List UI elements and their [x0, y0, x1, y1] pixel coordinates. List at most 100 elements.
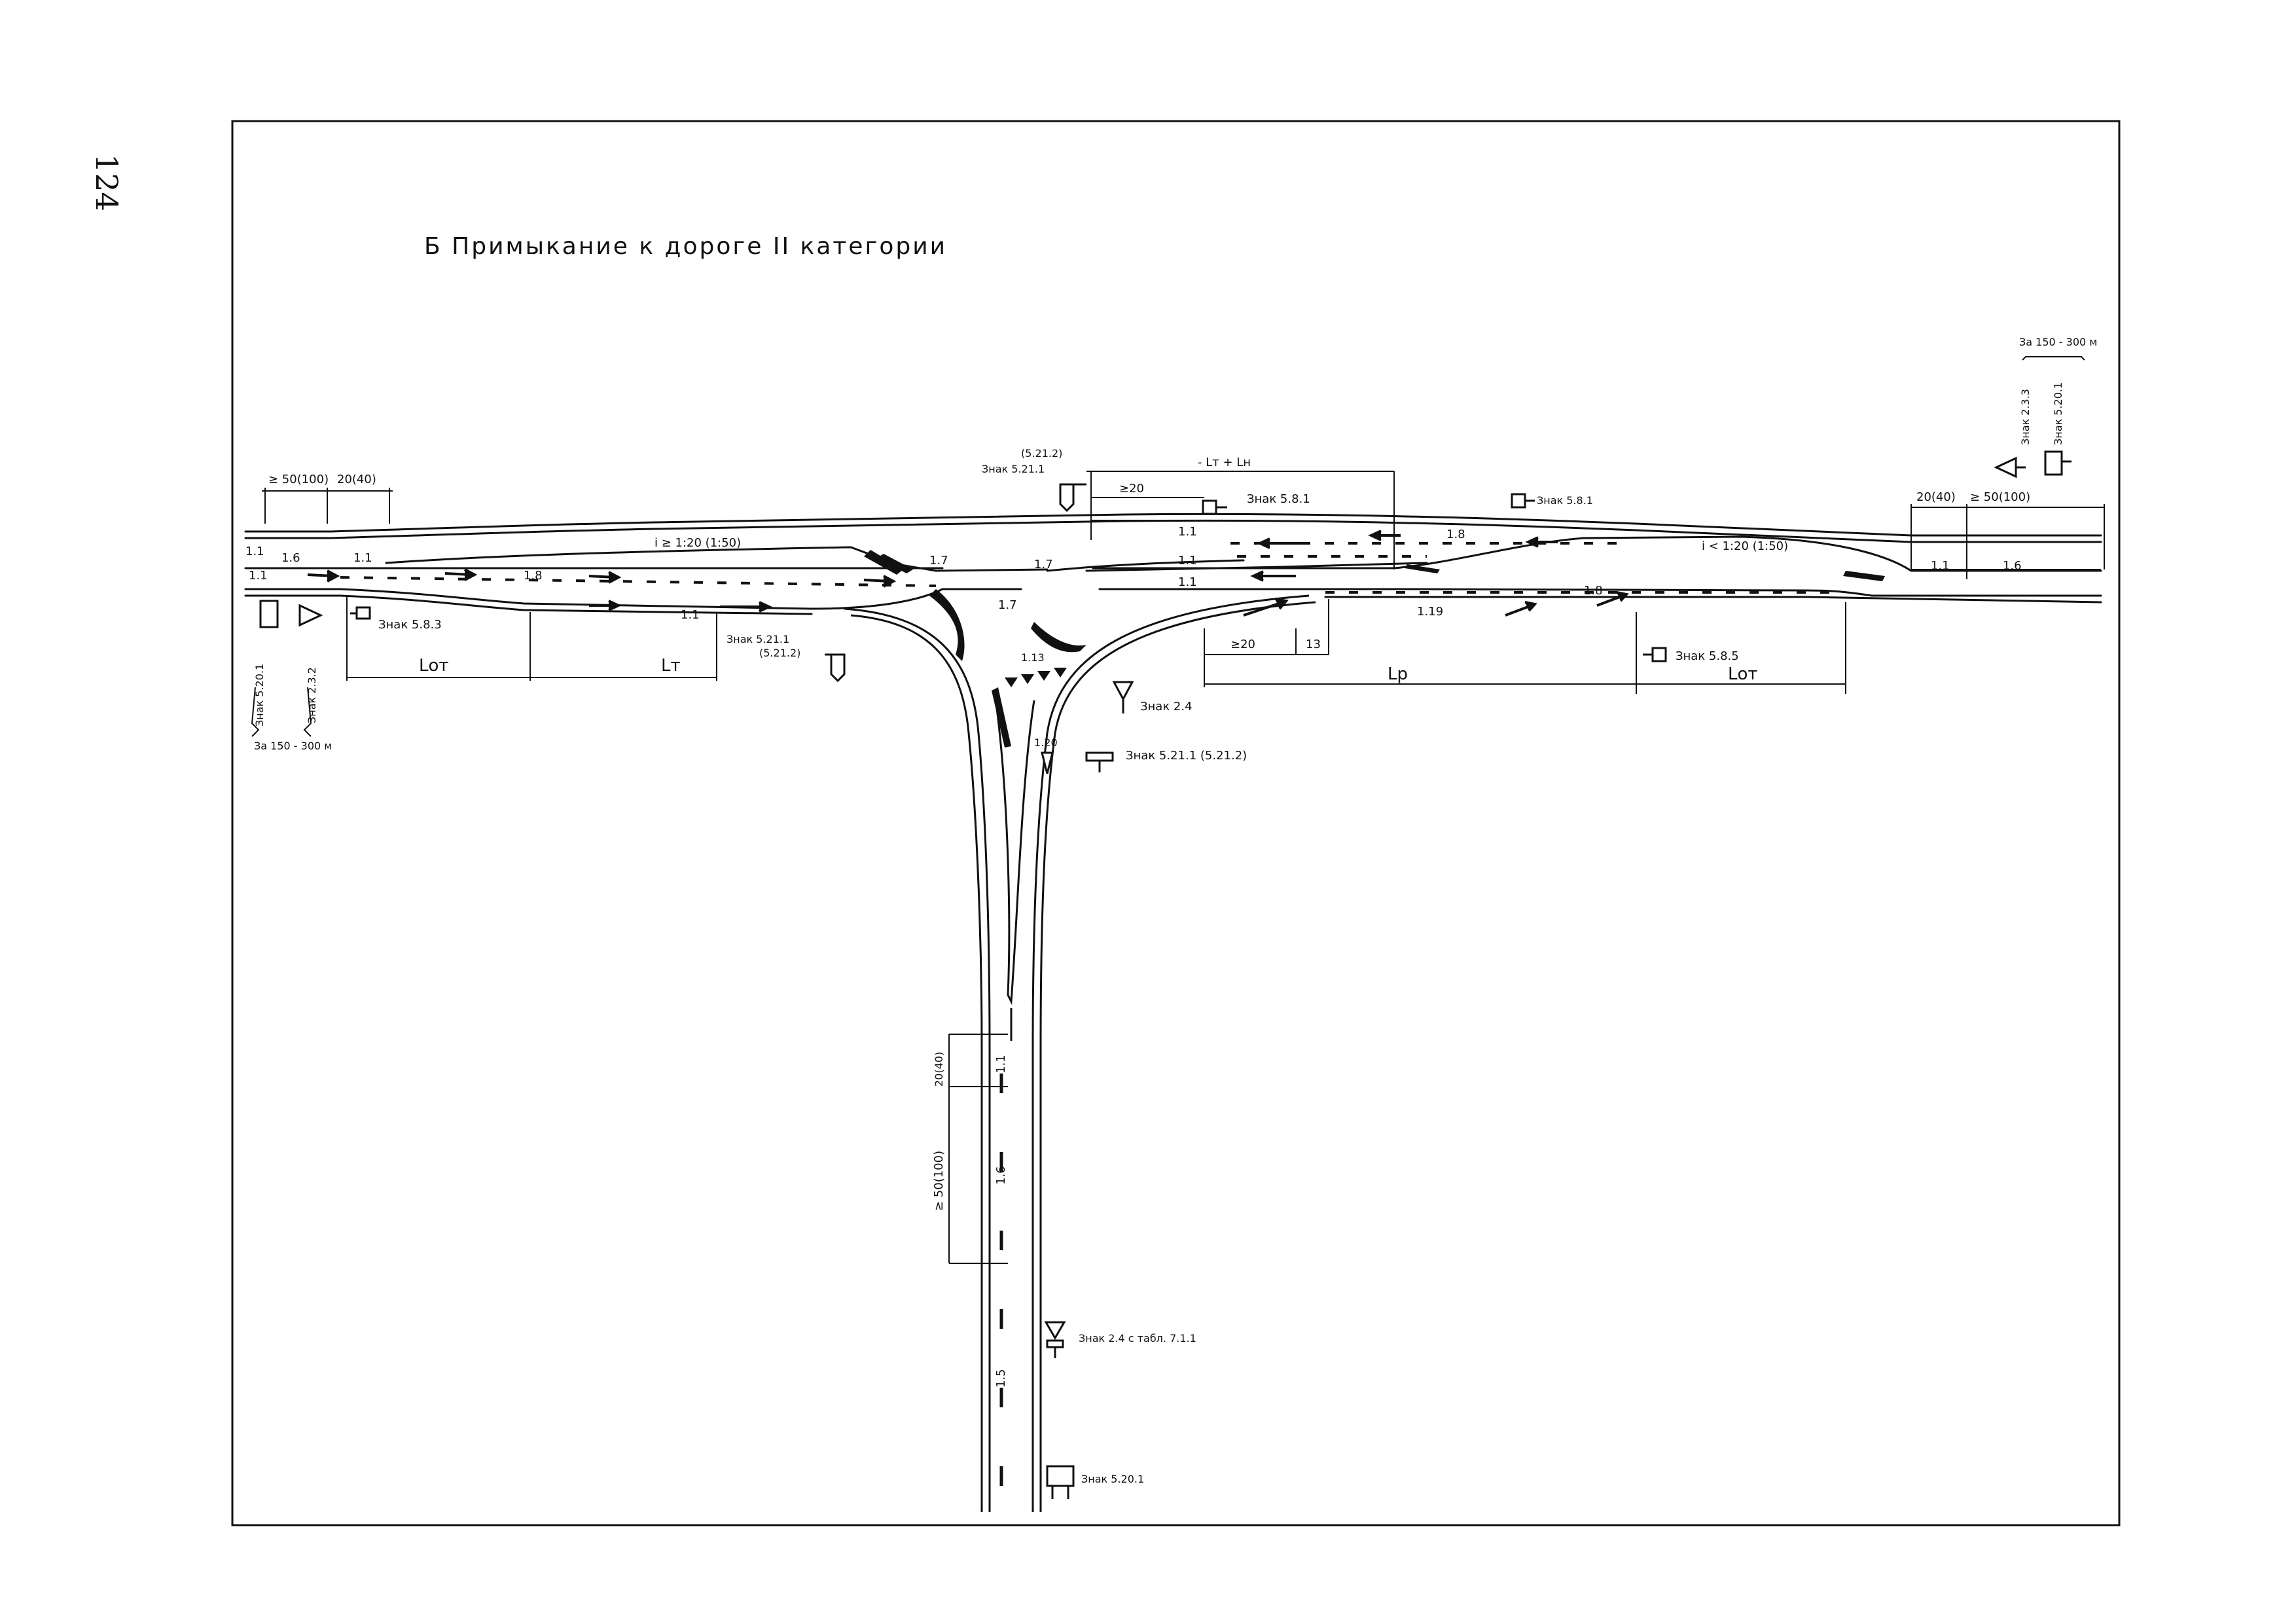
- label-mark-1-1-d: 1.1: [681, 608, 700, 622]
- arrow-left-6: [720, 601, 772, 613]
- label-sign-5-21-1-mid: Знак 5.21.1: [726, 633, 789, 645]
- dim-lp-lot: [1204, 602, 1846, 694]
- label-sign-5-8-5: Знак 5.8.5: [1676, 649, 1739, 663]
- sign-5-8-5-icon: [1643, 647, 1667, 662]
- label-dim-lt: Lт: [661, 656, 681, 676]
- sign-2-4-table-icon: [1044, 1321, 1066, 1358]
- label-mark-1-20: 1.20: [1034, 736, 1058, 749]
- sign-5-21-1-top-icon: [1059, 483, 1086, 513]
- main-road-top-right-island: [1046, 559, 1428, 572]
- label-sign-5-8-1-b: Знак 5.8.1: [1537, 494, 1593, 507]
- label-sign-2-4-table: Знак 2.4 с табл. 7.1.1: [1079, 1332, 1196, 1344]
- label-mark-1-8-left: 1.8: [524, 569, 543, 583]
- hatch-island-left: [864, 550, 913, 575]
- label-dim-ge20-a: ≥20: [1119, 482, 1144, 496]
- label-sign-5-21-1-bottom: Знак 5.21.1 (5.21.2): [1126, 749, 1247, 763]
- label-dim-13: 13: [1306, 638, 1321, 651]
- label-dim-lot-right: Lот: [1728, 664, 1758, 684]
- sign-5-20-1-left-icon: [259, 600, 279, 628]
- sign-1-20-icon: [1041, 751, 1054, 774]
- arrow-right-3: [1250, 570, 1296, 582]
- side-road-left-edge-inner: [844, 607, 991, 1512]
- hatch-island-junction-right: [1031, 622, 1086, 653]
- main-road: [244, 513, 2102, 615]
- hatch-island-junction-left: [929, 589, 965, 661]
- label-mark-1-6-right: 1.6: [2003, 559, 2022, 573]
- sign-5-8-1-b-icon: [1511, 493, 1535, 509]
- label-dim-50-100-right: ≥ 50(100): [1970, 490, 2030, 504]
- label-dim-ge20-b: ≥20: [1230, 638, 1255, 651]
- label-dim-lp: Lр: [1388, 664, 1408, 684]
- dimension-lines: [251, 356, 2105, 1264]
- hatch-merge-right: [1405, 564, 1885, 581]
- label-right-vert-sign-b: Знак 5.20.1: [2052, 382, 2064, 445]
- sign-5-21-1-bottom-icon: [1085, 751, 1114, 772]
- dim-right-mid: [1911, 569, 2101, 579]
- dim-ge20-a: [1091, 497, 1204, 521]
- hatch-side-road: [992, 687, 1011, 748]
- arrow-right-7: [1596, 591, 1629, 607]
- label-left-vert-sign-b: Знак 2.3.2: [306, 667, 318, 723]
- direction-arrows: [307, 530, 1629, 617]
- arrow-left-5: [589, 600, 622, 611]
- label-dim-lot-left: Lот: [419, 656, 449, 676]
- label-slope-left: i ≥ 1:20 (1:50): [655, 536, 741, 550]
- label-slope-right: i < 1:20 (1:50): [1702, 539, 1788, 553]
- arrow-right-5: [1243, 598, 1289, 617]
- side-road: [844, 594, 1316, 1512]
- label-mark-1-1-a: 1.1: [245, 545, 264, 558]
- arrow-left-4: [863, 575, 897, 588]
- label-dim-20-40-right: 20(40): [1916, 490, 1956, 504]
- label-dim-20-40-left: 20(40): [337, 473, 376, 486]
- label-mark-1-6-vert: 1.6: [994, 1166, 1008, 1185]
- arrow-left-2: [444, 568, 478, 581]
- main-road-top-edge-inner: [244, 519, 2102, 543]
- sign-5-21-1-mid-icon: [825, 653, 846, 683]
- bracket-right: [2022, 356, 2085, 361]
- traffic-signs: [259, 450, 2072, 1499]
- sign-2-3-3-right-icon: [1994, 456, 2026, 478]
- dim-ge20-b: [1204, 599, 1329, 687]
- dim-right-top: [1910, 504, 2105, 569]
- sign-2-3-2-left-icon: [298, 604, 323, 627]
- label-left-distance: За 150 - 300 м: [254, 740, 332, 752]
- label-mark-1-7-c: 1.7: [998, 598, 1017, 612]
- main-road-bottom-edge-inner: [244, 594, 2102, 615]
- label-sign-5-8-3: Знак 5.8.3: [378, 618, 442, 632]
- arrow-right-6: [1505, 601, 1537, 617]
- label-dim-50-100-left: ≥ 50(100): [268, 473, 329, 486]
- arrow-right-1: [1257, 537, 1302, 549]
- label-mark-1-1-vert: 1.1: [994, 1055, 1008, 1074]
- arrow-right-2: [1368, 530, 1401, 541]
- label-sign-5-21-1-top: Знак 5.21.1: [982, 463, 1045, 475]
- label-dim-lt-lh: - Lт + Lн: [1198, 456, 1251, 469]
- main-road-top-edge: [244, 513, 2102, 537]
- island-hatching: [864, 550, 1885, 748]
- label-mark-1-1-g: 1.1: [1178, 575, 1197, 589]
- dashed-markings: [340, 542, 1833, 594]
- label-mark-1-1-e: 1.1: [1178, 525, 1197, 539]
- dim-vertical-side: [948, 1034, 1008, 1264]
- arrow-left-3: [588, 571, 622, 584]
- label-mark-1-7-a: 1.7: [929, 554, 948, 568]
- dim-lt-lh: [1086, 471, 1395, 569]
- side-road-center-island: [994, 693, 1035, 1005]
- label-mark-1-19: 1.19: [1417, 605, 1443, 619]
- arrow-right-4: [1525, 536, 1558, 548]
- label-mark-1-1-c: 1.1: [249, 569, 268, 583]
- sign-5-20-1-right-icon: [2044, 450, 2072, 476]
- label-sign-5-20-1-bottom: Знак 5.20.1: [1081, 1473, 1144, 1485]
- label-sign-5-21-2-top: (5.21.2): [1021, 447, 1062, 460]
- label-sign-2-4: Знак 2.4: [1140, 700, 1193, 713]
- label-mark-1-6-left: 1.6: [281, 551, 300, 565]
- label-left-vert-sign-a: Знак 5.20.1: [253, 664, 266, 727]
- label-mark-1-8-right: 1.8: [1446, 528, 1465, 541]
- drawing-frame: [231, 120, 2121, 1526]
- sign-2-4-icon: [1112, 681, 1134, 713]
- label-mark-1-5-vert: 1.5: [994, 1369, 1008, 1388]
- arrow-left-1: [307, 569, 340, 583]
- label-sign-5-8-1-a: Знак 5.8.1: [1247, 492, 1310, 506]
- label-mark-1-7-b: 1.7: [1034, 558, 1053, 571]
- label-right-distance: За 150 - 300 м: [2019, 336, 2097, 348]
- side-road-right-edge: [1031, 594, 1310, 1512]
